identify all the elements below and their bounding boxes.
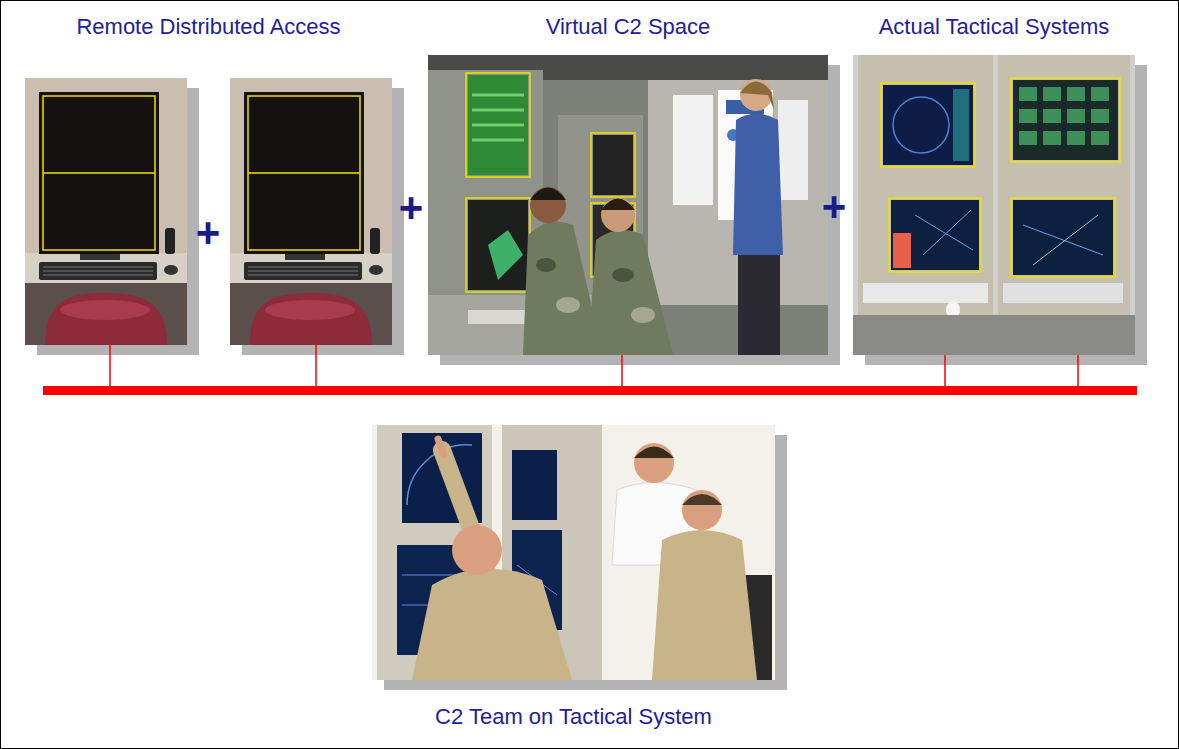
virtual-room-photo-part <box>466 73 530 177</box>
tactical-racks-photo-part <box>953 89 969 161</box>
virtual-room-photo-part <box>673 95 713 205</box>
photo-panel: Virtual C2 Space <box>428 14 828 355</box>
tactical-racks-photo-part <box>915 215 973 250</box>
virtual-room-photo-part <box>472 124 524 127</box>
network-bus <box>43 345 1137 395</box>
tactical-racks-photo-part <box>858 55 993 315</box>
team-photo-part <box>452 525 502 575</box>
plus-sign: + <box>814 185 854 229</box>
tactical-racks-photo-part <box>1013 200 1113 275</box>
team-photo-part <box>372 425 775 680</box>
team-photo-part <box>682 490 722 530</box>
virtual-room-photo-part <box>778 100 808 200</box>
panel-heading: Virtual C2 Space <box>546 14 711 40</box>
tactical-racks-photo-part-part <box>1019 87 1037 101</box>
virtual-room-photo-part <box>733 114 783 256</box>
photo-panel: Actual Tactical Systems <box>853 14 1135 355</box>
desk-photo <box>25 78 187 345</box>
virtual-room-photo-part <box>428 55 828 355</box>
virtual-room-photo-part <box>556 297 580 313</box>
virtual-room-photo-part <box>472 94 524 97</box>
virtual-room-photo-part <box>466 198 530 292</box>
virtual-room-photo-part <box>468 75 528 175</box>
virtual-room-photo-part <box>472 139 524 142</box>
virtual-room-photo-part <box>488 230 523 280</box>
tactical-racks-photo-part-part <box>1067 131 1085 145</box>
desk-photo <box>230 78 392 345</box>
virtual-room-photo-part <box>591 133 635 197</box>
tactical-racks-photo-part-part <box>1043 109 1061 123</box>
plus-sign: + <box>188 211 228 255</box>
tactical-racks-photo-part <box>893 97 949 153</box>
tactical-racks-photo-part-part <box>1067 87 1085 101</box>
tactical-racks-photo-part-part <box>1091 109 1109 123</box>
panel-heading: Actual Tactical Systems <box>879 14 1110 40</box>
tactical-racks-photo-part <box>893 233 911 268</box>
virtual-room-photo-part <box>588 230 673 355</box>
virtual-room-photo-part <box>740 82 774 111</box>
tactical-racks-photo-part-part <box>1043 87 1061 101</box>
tactical-racks-photo-part <box>923 210 971 255</box>
tactical-racks-photo-part <box>1019 87 1109 145</box>
tactical-racks-photo-part <box>998 55 1130 315</box>
team-photo-part <box>634 447 674 459</box>
panel-heading: Remote Distributed Access <box>76 14 340 40</box>
tactical-racks-photo-part <box>1011 198 1115 277</box>
network-bus-part <box>43 386 1137 395</box>
panel-heading: C2 Team on Tactical System <box>435 704 712 730</box>
virtual-room-photo <box>428 55 828 355</box>
virtual-room-photo-part <box>472 109 524 112</box>
tactical-racks-photo-part <box>863 283 988 303</box>
virtual-room-photo-part <box>530 188 566 201</box>
network-bus-part <box>944 355 946 390</box>
tactical-racks-photo-part <box>853 315 1135 355</box>
tactical-racks-photo-part <box>1011 78 1120 162</box>
tactical-racks-photo-part <box>1003 283 1123 303</box>
tactical-racks-photo-part <box>853 55 1135 355</box>
virtual-room-photo-part <box>631 307 655 323</box>
plus-sign: + <box>391 186 431 230</box>
team-photo <box>372 425 775 680</box>
tactical-racks-photo-part <box>881 83 975 167</box>
team-photo-part <box>512 450 557 520</box>
photo-panel: C2 Team on Tactical System <box>372 425 775 730</box>
tactical-racks-photo-part <box>1023 225 1103 255</box>
network-bus-part <box>315 345 317 390</box>
tactical-racks-photo-part <box>883 85 973 165</box>
virtual-room-photo-part <box>601 199 635 211</box>
photo-panel: Remote Distributed Access <box>25 14 392 345</box>
virtual-room-photo-part <box>593 135 633 195</box>
virtual-room-photo-part <box>601 198 635 232</box>
network-bus-part <box>1077 355 1079 390</box>
virtual-room-photo-part <box>530 187 566 223</box>
team-photo-part <box>682 494 722 505</box>
tactical-racks-photo-part <box>889 198 981 272</box>
virtual-room-photo-part <box>536 258 556 272</box>
virtual-room-photo-part <box>738 255 780 355</box>
tactical-racks-photo-part-part <box>1091 131 1109 145</box>
tactical-racks-photo-part-part <box>1019 109 1037 123</box>
network-bus-part <box>621 355 623 390</box>
team-photo-part <box>634 443 674 483</box>
virtual-room-photo-part <box>468 200 528 290</box>
network-bus-part <box>109 345 111 390</box>
tactical-racks-photo-part <box>1033 215 1098 265</box>
tactical-racks-photo-part-part <box>1067 109 1085 123</box>
tactical-racks-photo-part <box>1013 80 1118 160</box>
tactical-racks-photo-part <box>891 200 979 270</box>
tactical-racks-photo-part-part <box>1091 87 1109 101</box>
team-photo-part <box>438 439 444 455</box>
tactical-racks-photo-part-part <box>1019 131 1037 145</box>
virtual-room-photo-part <box>612 268 634 282</box>
tactical-racks-photo-part-part <box>1043 131 1061 145</box>
team-photo-part <box>652 530 757 680</box>
tactical-racks-photo <box>853 55 1135 355</box>
